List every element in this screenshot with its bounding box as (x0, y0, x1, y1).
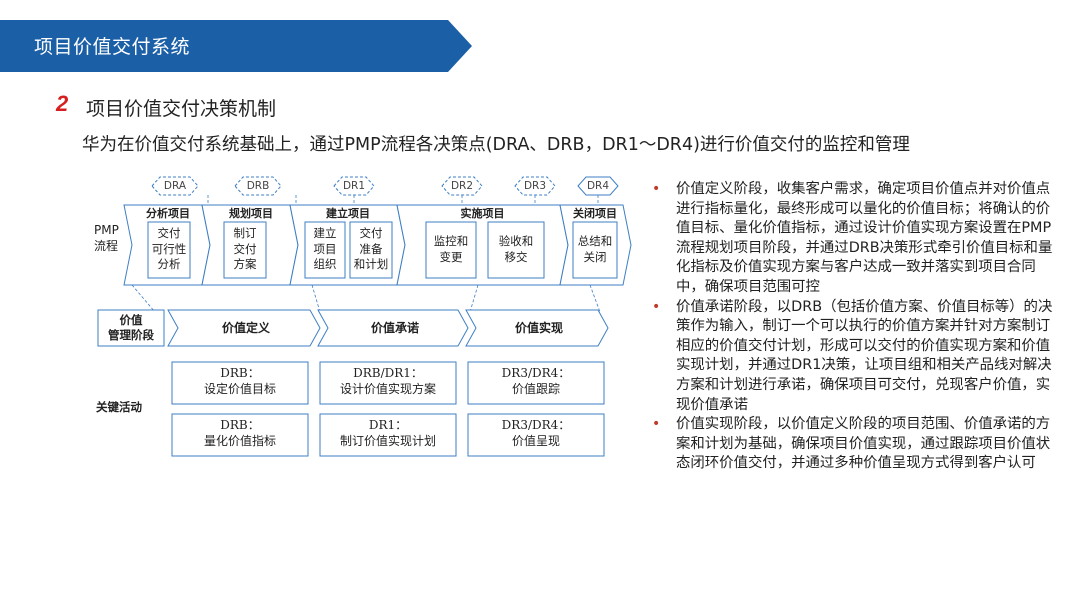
bullet-text: 价值承诺阶段，以DRB（包括价值方案、价值目标等）的决策作为输入，制订一个可以执… (676, 298, 1053, 413)
box-text-close: 总结和关闭 (577, 234, 613, 264)
bullet-item: • 价值承诺阶段，以DRB（包括价值方案、价值目标等）的决策作为输入，制订一个可… (652, 298, 1064, 416)
dr-tag-dr3 (514, 176, 556, 196)
value-stage-commit: 价值承诺 (370, 321, 419, 335)
value-stage-define: 价值定义 (221, 321, 270, 335)
box-text-plan: 制订交付方案 (233, 226, 257, 272)
phase-label-analyze: 分析项目 (146, 207, 190, 220)
activity-box-2 (319, 361, 457, 405)
header-banner: 项目价值交付系统 (0, 20, 472, 72)
diagram-shapes (97, 176, 632, 457)
activity-3: DR3/DR4：价值跟踪 (501, 366, 571, 397)
pmp-label: PMP 流程 (94, 223, 119, 254)
box-text-org: 建立项目组织 (313, 226, 337, 272)
activity-5: DR1：制订价值实现计划 (339, 418, 436, 449)
activity-box-4 (171, 413, 309, 457)
bullet-dot-icon: • (652, 298, 661, 315)
activity-6: DR3/DR4：价值呈现 (501, 418, 571, 449)
box-text-monitor: 监控和变更 (433, 234, 469, 264)
bullet-dot-icon: • (652, 416, 661, 433)
banner-arrow-shape (0, 20, 472, 72)
value-stage-realize: 价值实现 (514, 321, 563, 335)
value-stage-chevron-3 (465, 309, 609, 347)
dr-label-dr2: DR2 (450, 180, 474, 192)
box-text-accept: 验收和移交 (498, 234, 534, 264)
box-text-feasibility: 交付可行性分析 (151, 226, 187, 272)
dr-label-dr1: DR1 (342, 180, 366, 192)
activity-box-1 (171, 361, 309, 405)
dr-label-dr3: DR3 (523, 180, 547, 192)
dr-label-drb: DRB (246, 180, 270, 192)
box-accept (487, 221, 545, 279)
bullet-item: • 价值定义阶段，收集客户需求，确定项目价值点并对价值点进行指标量化，最终形成可… (652, 180, 1064, 298)
section-number: 2 (56, 91, 69, 116)
dr-label-dr4: DR4 (586, 180, 610, 192)
bullet-item: • 价值实现阶段，以价值定义阶段的项目范围、价值承诺的方案和计划为基础，确保项目… (652, 415, 1064, 474)
box-org (304, 221, 346, 279)
phase-label-implement: 实施项目 (460, 207, 505, 220)
section-title: 项目价值交付决策机制 (86, 98, 277, 120)
value-mgmt-box (97, 309, 165, 347)
bullet-text: 价值定义阶段，收集客户需求，确定项目价值点并对价值点进行指标量化，最终形成可以量… (676, 181, 1053, 295)
subtitle: 华为在价值交付系统基础上，通过PMP流程各决策点(DRA、DRB，DR1～DR4… (82, 135, 910, 155)
activity-1: DRB：设定价值目标 (203, 366, 276, 397)
activity-2: DRB/DR1：设计价值实现方案 (339, 366, 436, 397)
phase-label-build: 建立项目 (326, 207, 370, 220)
bullet-dot-icon: • (652, 181, 661, 197)
phase-label-close: 关闭项目 (573, 207, 617, 220)
box-monitor (425, 221, 477, 279)
dr-label-dra: DRA (163, 180, 187, 192)
dr-tag-dr2 (441, 176, 483, 196)
dr-tag-dr4 (577, 176, 619, 196)
page-title: 项目价值交付系统 (34, 36, 191, 58)
value-stage-chevron-1 (167, 309, 321, 347)
phase-label-plan: 规划项目 (229, 207, 273, 220)
value-delivery-diagram: DRA DRB DR1 DR2 DR3 DR4 PMP 流程 分析项目 规划项目… (90, 172, 650, 462)
box-prep (349, 221, 393, 279)
dr-tag-dr1 (333, 176, 375, 196)
dr-tag-drb (234, 176, 282, 196)
bullet-text: 价值实现阶段，以价值定义阶段的项目范围、价值承诺的方案和计划为基础，确保项目价值… (676, 416, 1051, 472)
activity-box-6 (467, 413, 605, 457)
box-text-prep: 交付准备和计划 (353, 226, 389, 272)
value-stage-chevron-2 (317, 309, 469, 347)
activity-box-5 (319, 413, 457, 457)
key-activities-label: 关键活动 (96, 400, 142, 414)
dr-tag-dra (151, 176, 199, 196)
value-mgmt-label: 价值 管理阶段 (108, 313, 154, 342)
activity-4: DRB：量化价值指标 (203, 418, 276, 449)
box-plan (223, 221, 267, 279)
bullet-list: • 价值定义阶段，收集客户需求，确定项目价值点并对价值点进行指标量化，最终形成可… (652, 180, 1064, 474)
activity-box-3 (467, 361, 605, 405)
box-feasibility (147, 221, 191, 279)
box-close (572, 221, 618, 279)
